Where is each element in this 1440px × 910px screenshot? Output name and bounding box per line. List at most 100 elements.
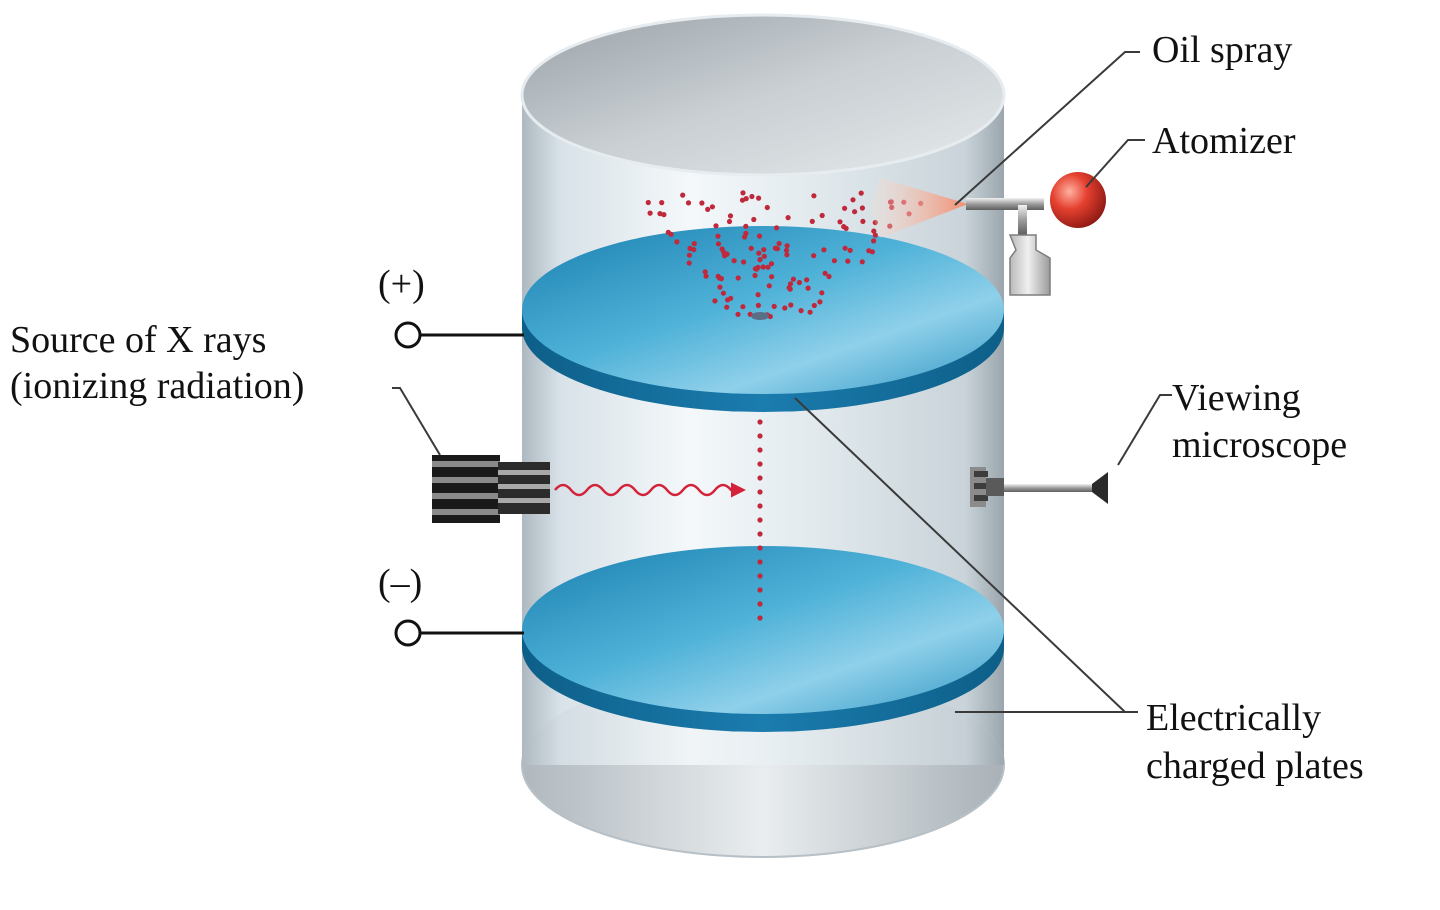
oil-droplet <box>768 261 775 267</box>
plate-hole <box>751 312 769 320</box>
oil-droplet <box>709 204 716 210</box>
oil-droplets-cloud <box>645 190 924 320</box>
oil-droplet <box>807 309 813 315</box>
oil-droplet <box>776 240 782 247</box>
oil-droplet <box>741 259 747 265</box>
oil-droplet <box>755 302 762 308</box>
oil-droplet <box>680 192 686 198</box>
oil-droplet <box>842 245 848 251</box>
oil-spray-label: Oil spray <box>1152 29 1292 71</box>
oil-droplet <box>757 545 763 551</box>
oil-droplet <box>757 517 763 523</box>
xray-wave-arrow <box>554 482 746 498</box>
oil-droplet <box>757 503 763 509</box>
oil-droplet <box>685 200 692 206</box>
oil-droplet <box>728 295 734 301</box>
oil-droplet <box>743 230 749 236</box>
oil-droplet <box>752 272 758 279</box>
oil-droplet <box>757 257 763 263</box>
oil-droplet <box>766 283 772 289</box>
oil-droplet <box>757 559 763 565</box>
oil-droplet <box>757 615 763 621</box>
oil-droplet <box>784 243 790 249</box>
oil-droplet <box>771 303 777 309</box>
oil-droplet <box>765 264 771 270</box>
viewing-microscope-device <box>970 467 1108 507</box>
oil-droplet <box>757 433 763 439</box>
atomizer-bulb <box>1050 172 1106 228</box>
oil-droplet <box>712 298 718 304</box>
lower-charged-plate <box>522 546 1004 732</box>
oil-droplet <box>859 259 865 265</box>
oil-droplet <box>804 277 810 283</box>
oil-droplet <box>657 211 663 217</box>
oil-droplet <box>743 196 749 202</box>
positive-terminal-label: (+) <box>378 263 425 305</box>
oil-droplet <box>871 228 877 234</box>
oil-droplet <box>687 245 693 251</box>
microscope-label-line2: microscope <box>1172 424 1347 466</box>
leader-lines <box>392 51 1172 713</box>
oil-droplet <box>822 270 828 276</box>
oil-droplet <box>764 204 770 211</box>
falling-oil-droplet-column <box>757 419 763 621</box>
oil-droplet <box>790 276 797 282</box>
oil-droplet <box>796 279 803 286</box>
oil-droplet <box>821 247 827 253</box>
oil-droplet <box>811 302 817 309</box>
oil-droplet <box>740 304 746 310</box>
oil-droplet <box>850 197 856 203</box>
oil-droplet <box>715 233 721 239</box>
spray-cone <box>870 178 968 238</box>
microscope-label-line1: Viewing <box>1172 377 1301 419</box>
oil-droplet <box>860 218 866 224</box>
oil-droplet <box>826 273 832 280</box>
oil-droplet <box>735 311 741 317</box>
atomizer-assembly <box>870 172 1106 296</box>
oil-droplet <box>720 290 727 296</box>
oil-droplet <box>842 205 848 211</box>
oil-droplet <box>674 239 680 245</box>
oil-droplet <box>715 241 722 247</box>
oil-droplet <box>713 223 719 229</box>
negative-terminal-label: (–) <box>378 562 422 604</box>
oil-droplet <box>858 190 864 196</box>
oil-droplet <box>757 573 763 579</box>
oil-droplet <box>724 251 730 257</box>
oil-droplet <box>727 213 734 219</box>
oil-droplet <box>703 273 709 279</box>
oil-droplet <box>724 304 730 310</box>
oil-droplet <box>757 419 763 425</box>
oil-droplet <box>752 266 759 272</box>
xray-source-label-line2: (ionizing radiation) <box>10 365 304 407</box>
oil-droplet <box>691 241 697 247</box>
oil-droplet <box>757 489 763 495</box>
oil-droplet <box>798 308 804 314</box>
oil-droplet <box>774 225 780 231</box>
oil-droplet <box>731 258 737 264</box>
oil-droplet <box>837 219 843 225</box>
oil-droplet <box>872 232 879 238</box>
oil-droplet <box>757 601 763 607</box>
oil-droplet <box>761 247 767 253</box>
oil-droplet <box>751 216 757 223</box>
oil-droplet <box>748 245 754 251</box>
oil-droplet <box>831 258 838 264</box>
oil-droplet <box>756 250 762 256</box>
oil-droplet <box>659 200 665 206</box>
oil-droplet <box>809 218 815 224</box>
oil-droplet <box>847 247 853 253</box>
oil-droplet <box>705 206 711 212</box>
oil-droplet <box>668 231 674 237</box>
oil-droplet <box>786 285 792 291</box>
oil-droplet <box>819 290 825 296</box>
cylinder-top-opening <box>520 13 1006 177</box>
oil-droplet <box>735 275 741 281</box>
oil-droplet <box>859 205 866 211</box>
oil-droplet <box>749 193 755 200</box>
oil-droplet <box>740 190 746 196</box>
oil-droplet <box>817 299 823 305</box>
xray-source-device <box>432 455 550 523</box>
oil-droplet <box>811 193 817 199</box>
